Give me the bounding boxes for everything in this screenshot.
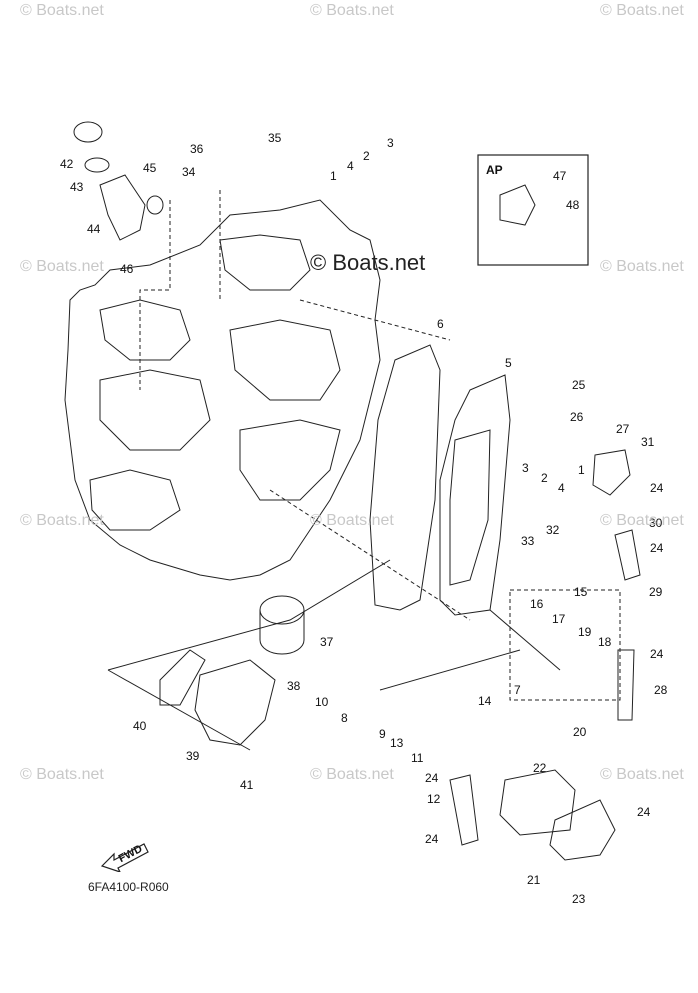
part-callout-41: 41 xyxy=(240,778,254,792)
part-callout-24: 24 xyxy=(425,771,439,785)
watermark-tile: © Boats.net xyxy=(20,2,104,19)
part-callout-30: 30 xyxy=(649,516,663,530)
gasket-6 xyxy=(369,344,441,611)
part-callout-28: 28 xyxy=(654,683,668,697)
watermark-tile: © Boats.net xyxy=(600,766,684,783)
watermark-tile: © Boats.net xyxy=(600,258,684,275)
part-callout-35: 35 xyxy=(268,131,282,145)
watermark-tile: © Boats.net xyxy=(310,2,394,19)
part-callout-39: 39 xyxy=(186,749,200,763)
part-callout-26: 26 xyxy=(570,410,584,424)
part-callout-13: 13 xyxy=(390,736,404,750)
part-callout-24: 24 xyxy=(425,832,439,846)
watermark-tile: © Boats.net xyxy=(20,766,104,783)
part-callout-24: 24 xyxy=(650,647,664,661)
watermark-tile: © Boats.net xyxy=(600,2,684,19)
part-callout-47: 47 xyxy=(553,169,567,183)
part-callout-9: 9 xyxy=(379,727,386,741)
part-callout-18: 18 xyxy=(598,635,612,649)
part-callout-5: 5 xyxy=(505,356,512,370)
fwd-arrow-icon xyxy=(100,843,149,872)
watermark-tile: © Boats.net xyxy=(20,258,104,275)
part-callout-36: 36 xyxy=(190,142,204,156)
part-callout-20: 20 xyxy=(573,725,587,739)
part-callout-7: 7 xyxy=(514,683,521,697)
part-callout-4: 4 xyxy=(558,481,565,495)
part-callout-10: 10 xyxy=(315,695,329,709)
part-callout-3: 3 xyxy=(387,136,394,150)
part-callout-3: 3 xyxy=(522,461,529,475)
part-callout-38: 38 xyxy=(287,679,301,693)
part-callout-24: 24 xyxy=(650,481,664,495)
part-callout-43: 43 xyxy=(70,180,84,194)
part-callout-32: 32 xyxy=(546,523,560,537)
part-callout-1: 1 xyxy=(578,463,585,477)
part-callout-2: 2 xyxy=(363,149,370,163)
watermark-tile: © Boats.net xyxy=(310,766,394,783)
part-callout-45: 45 xyxy=(143,161,157,175)
part-callout-42: 42 xyxy=(60,157,74,171)
part-callout-12: 12 xyxy=(427,792,441,806)
part-callout-19: 19 xyxy=(578,625,592,639)
part-callout-6: 6 xyxy=(437,317,444,331)
part-callout-23: 23 xyxy=(572,892,586,906)
watermark-tile: © Boats.net xyxy=(310,512,394,529)
part-callout-33: 33 xyxy=(521,534,535,548)
part-callout-8: 8 xyxy=(341,711,348,725)
ap-inset-box xyxy=(477,154,589,266)
part-callout-29: 29 xyxy=(649,585,663,599)
part-callout-25: 25 xyxy=(572,378,586,392)
part-callout-14: 14 xyxy=(478,694,492,708)
watermark-tile: © Boats.net xyxy=(600,512,684,529)
watermark-main: © Boats.net xyxy=(310,250,426,275)
part-callout-40: 40 xyxy=(133,719,147,733)
part-callout-27: 27 xyxy=(616,422,630,436)
oil-pan-39 xyxy=(194,659,276,746)
drawing-code: 6FA4100-R060 xyxy=(88,880,169,894)
part-callout-1: 1 xyxy=(330,169,337,183)
ap-label: AP xyxy=(486,163,503,177)
part-callout-37: 37 xyxy=(320,635,334,649)
part-callout-11: 11 xyxy=(411,751,424,765)
cylinder-block xyxy=(64,199,381,581)
part-callout-31: 31 xyxy=(641,435,655,449)
part-callout-16: 16 xyxy=(530,597,544,611)
watermark-tile: © Boats.net xyxy=(20,512,104,529)
exhaust-cover-5 xyxy=(439,374,511,616)
part-callout-22: 22 xyxy=(533,761,547,775)
part-callout-24: 24 xyxy=(650,541,664,555)
part-callout-17: 17 xyxy=(552,612,566,626)
part-callout-4: 4 xyxy=(347,159,354,173)
part-callout-46: 46 xyxy=(120,262,134,276)
part-callout-21: 21 xyxy=(527,873,541,887)
part-callout-15: 15 xyxy=(574,585,588,599)
part-callout-48: 48 xyxy=(566,198,580,212)
part-callout-24: 24 xyxy=(637,805,651,819)
part-callout-2: 2 xyxy=(541,471,548,485)
part-callout-34: 34 xyxy=(182,165,196,179)
part-callout-44: 44 xyxy=(87,222,101,236)
